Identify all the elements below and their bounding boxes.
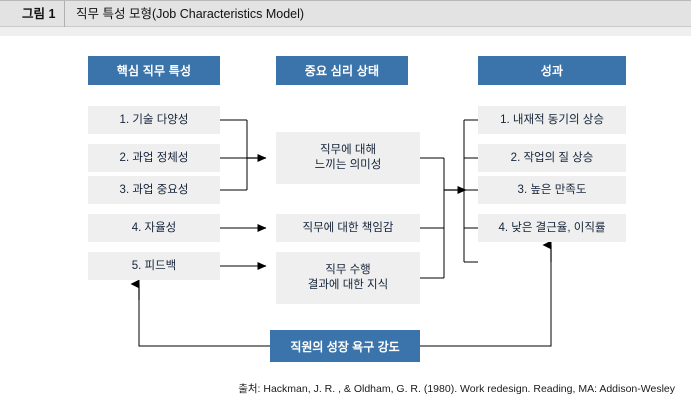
outcome-item-3[interactable]: 3. 높은 만족도 [478,176,626,204]
core-item-1[interactable]: 1. 기술 다양성 [88,106,220,134]
page-title: 직무 특성 모형(Job Characteristics Model) [76,7,305,21]
source-citation: 출처: Hackman, J. R. , & Oldham, G. R. (19… [238,383,675,395]
column-heading-outcomes: 성과 [478,56,626,85]
core-item-4[interactable]: 4. 자율성 [88,214,220,242]
core-item-2[interactable]: 2. 과업 정체성 [88,144,220,172]
figure-number: 그림 1 [22,7,56,21]
header-underlay [0,27,691,36]
column-heading-critical-psychological-states: 중요 심리 상태 [276,56,408,85]
outcome-item-4[interactable]: 4. 낮은 결근율, 이직률 [478,214,626,242]
header-divider [64,1,65,28]
figure-header: 그림 1 직무 특성 모형(Job Characteristics Model) [0,0,691,28]
outcome-item-1[interactable]: 1. 내재적 동기의 상승 [478,106,626,134]
core-item-3[interactable]: 3. 과업 중요성 [88,176,220,204]
outcome-item-2[interactable]: 2. 작업의 질 상승 [478,144,626,172]
moderator-growth-need-strength[interactable]: 직원의 성장 욕구 강도 [270,330,420,362]
column-heading-core-job-characteristics: 핵심 직무 특성 [88,56,220,85]
core-item-5[interactable]: 5. 피드백 [88,252,220,280]
psych-state-2[interactable]: 직무에 대한 책임감 [276,214,420,242]
